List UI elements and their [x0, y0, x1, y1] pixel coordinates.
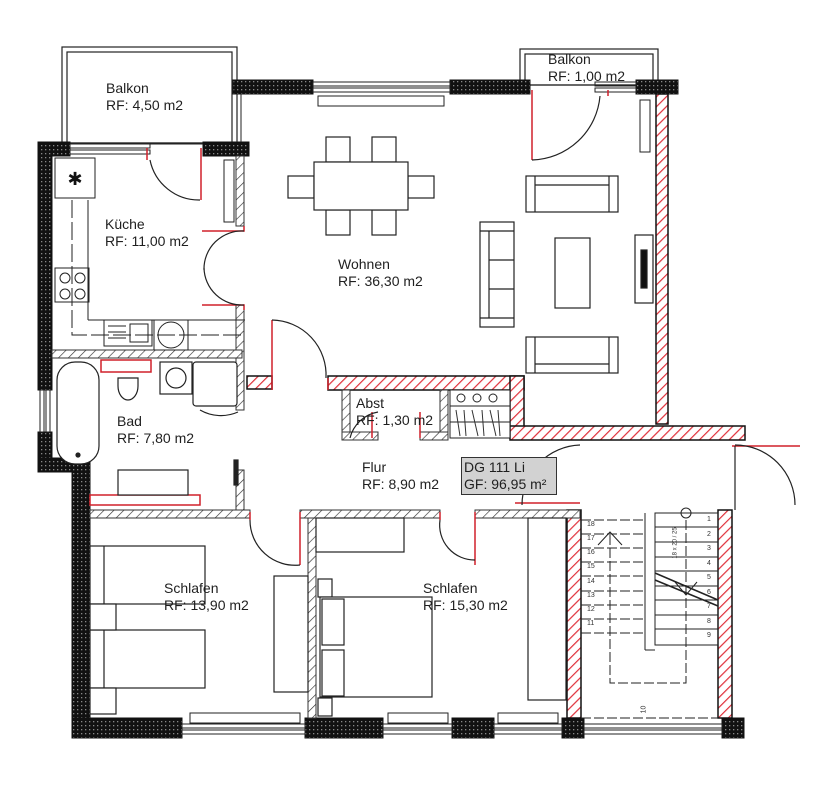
- unit-id: DG 111 Li: [464, 459, 525, 475]
- stair-landing-10: 10: [640, 705, 648, 714]
- stair-step-8: 8: [707, 618, 711, 625]
- room-name: Flur: [362, 459, 387, 475]
- bearing-walls: [246, 93, 746, 719]
- stair-step-11: 11: [587, 620, 595, 627]
- radiators: [189, 95, 651, 724]
- room-label-bedroom-right: Schlafen RF: 15,30 m2: [423, 580, 508, 614]
- stair-step-9: 9: [707, 632, 711, 639]
- bedroom-left-furniture: [89, 545, 309, 715]
- room-area: RF: 7,80 m2: [117, 430, 195, 446]
- fridge-icon: ✱: [67, 169, 82, 190]
- stair-step-1: 1: [707, 516, 711, 523]
- room-name: Balkon: [548, 51, 591, 67]
- dining-set: [287, 136, 435, 236]
- sofa-set: [479, 175, 654, 374]
- interior-walls: [51, 155, 581, 719]
- room-label-living: Wohnen RF: 36,30 m2: [338, 256, 423, 290]
- stair-step-14: 14: [587, 578, 595, 585]
- room-label-storage: Abst RF: 1,30 m2: [356, 395, 433, 429]
- door-swings: [149, 95, 796, 566]
- room-area: RF: 8,90 m2: [362, 476, 440, 492]
- room-area: RF: 1,30 m2: [356, 412, 434, 428]
- room-area: RF: 15,30 m2: [423, 597, 508, 613]
- unit-info-badge: DG 111 Li GF: 96,95 m²: [461, 457, 557, 495]
- kitchen-counter: [54, 157, 245, 351]
- stair-step-3: 3: [707, 545, 711, 552]
- room-name: Schlafen: [164, 580, 219, 596]
- room-label-kitchen: Küche RF: 11,00 m2: [105, 216, 189, 250]
- door-jambs: [89, 90, 800, 565]
- room-name: Schlafen: [423, 580, 478, 596]
- stair-step-12: 12: [587, 606, 595, 613]
- stair-step-4: 4: [707, 560, 711, 567]
- room-name: Küche: [105, 216, 145, 232]
- room-name: Balkon: [106, 80, 149, 96]
- bedroom-right-furniture: [315, 517, 567, 717]
- stair-step-16: 16: [587, 549, 595, 556]
- room-label-balcony-left: Balkon RF: 4,50 m2: [106, 80, 183, 114]
- room-area: RF: 11,00 m2: [105, 233, 189, 249]
- room-name: Wohnen: [338, 256, 390, 272]
- stair-step-13: 13: [587, 592, 595, 599]
- windows: [39, 81, 723, 735]
- room-area: RF: 36,30 m2: [338, 273, 423, 289]
- room-label-bedroom-left: Schlafen RF: 13,90 m2: [164, 580, 249, 614]
- room-label-hallway: Flur RF: 8,90 m2: [362, 459, 439, 493]
- balcony-right: [519, 48, 659, 86]
- room-name: Bad: [117, 413, 142, 429]
- bathroom-fixtures: [56, 361, 239, 496]
- exterior-walls: [37, 79, 745, 739]
- stair-step-18: 18: [587, 521, 595, 528]
- room-label-balcony-right: Balkon RF: 1,00 m2: [548, 51, 625, 85]
- stair-step-7: 7: [707, 603, 711, 610]
- room-name: Abst: [356, 395, 385, 411]
- staircase: [581, 507, 719, 719]
- stair-dimension-label: 18 x 20 / 25: [672, 527, 679, 559]
- unit-gross-area: GF: 96,95 m²: [464, 476, 547, 492]
- stair-step-6: 6: [707, 589, 711, 596]
- stair-step-2: 2: [707, 531, 711, 538]
- stair-step-5: 5: [707, 574, 711, 581]
- room-area: RF: 4,50 m2: [106, 97, 184, 113]
- room-area: RF: 13,90 m2: [164, 597, 249, 613]
- stair-step-17: 17: [587, 535, 595, 542]
- stair-step-15: 15: [587, 563, 595, 570]
- storage-shelf: [449, 389, 511, 439]
- room-area: RF: 1,00 m2: [548, 68, 626, 84]
- room-label-bath: Bad RF: 7,80 m2: [117, 413, 194, 447]
